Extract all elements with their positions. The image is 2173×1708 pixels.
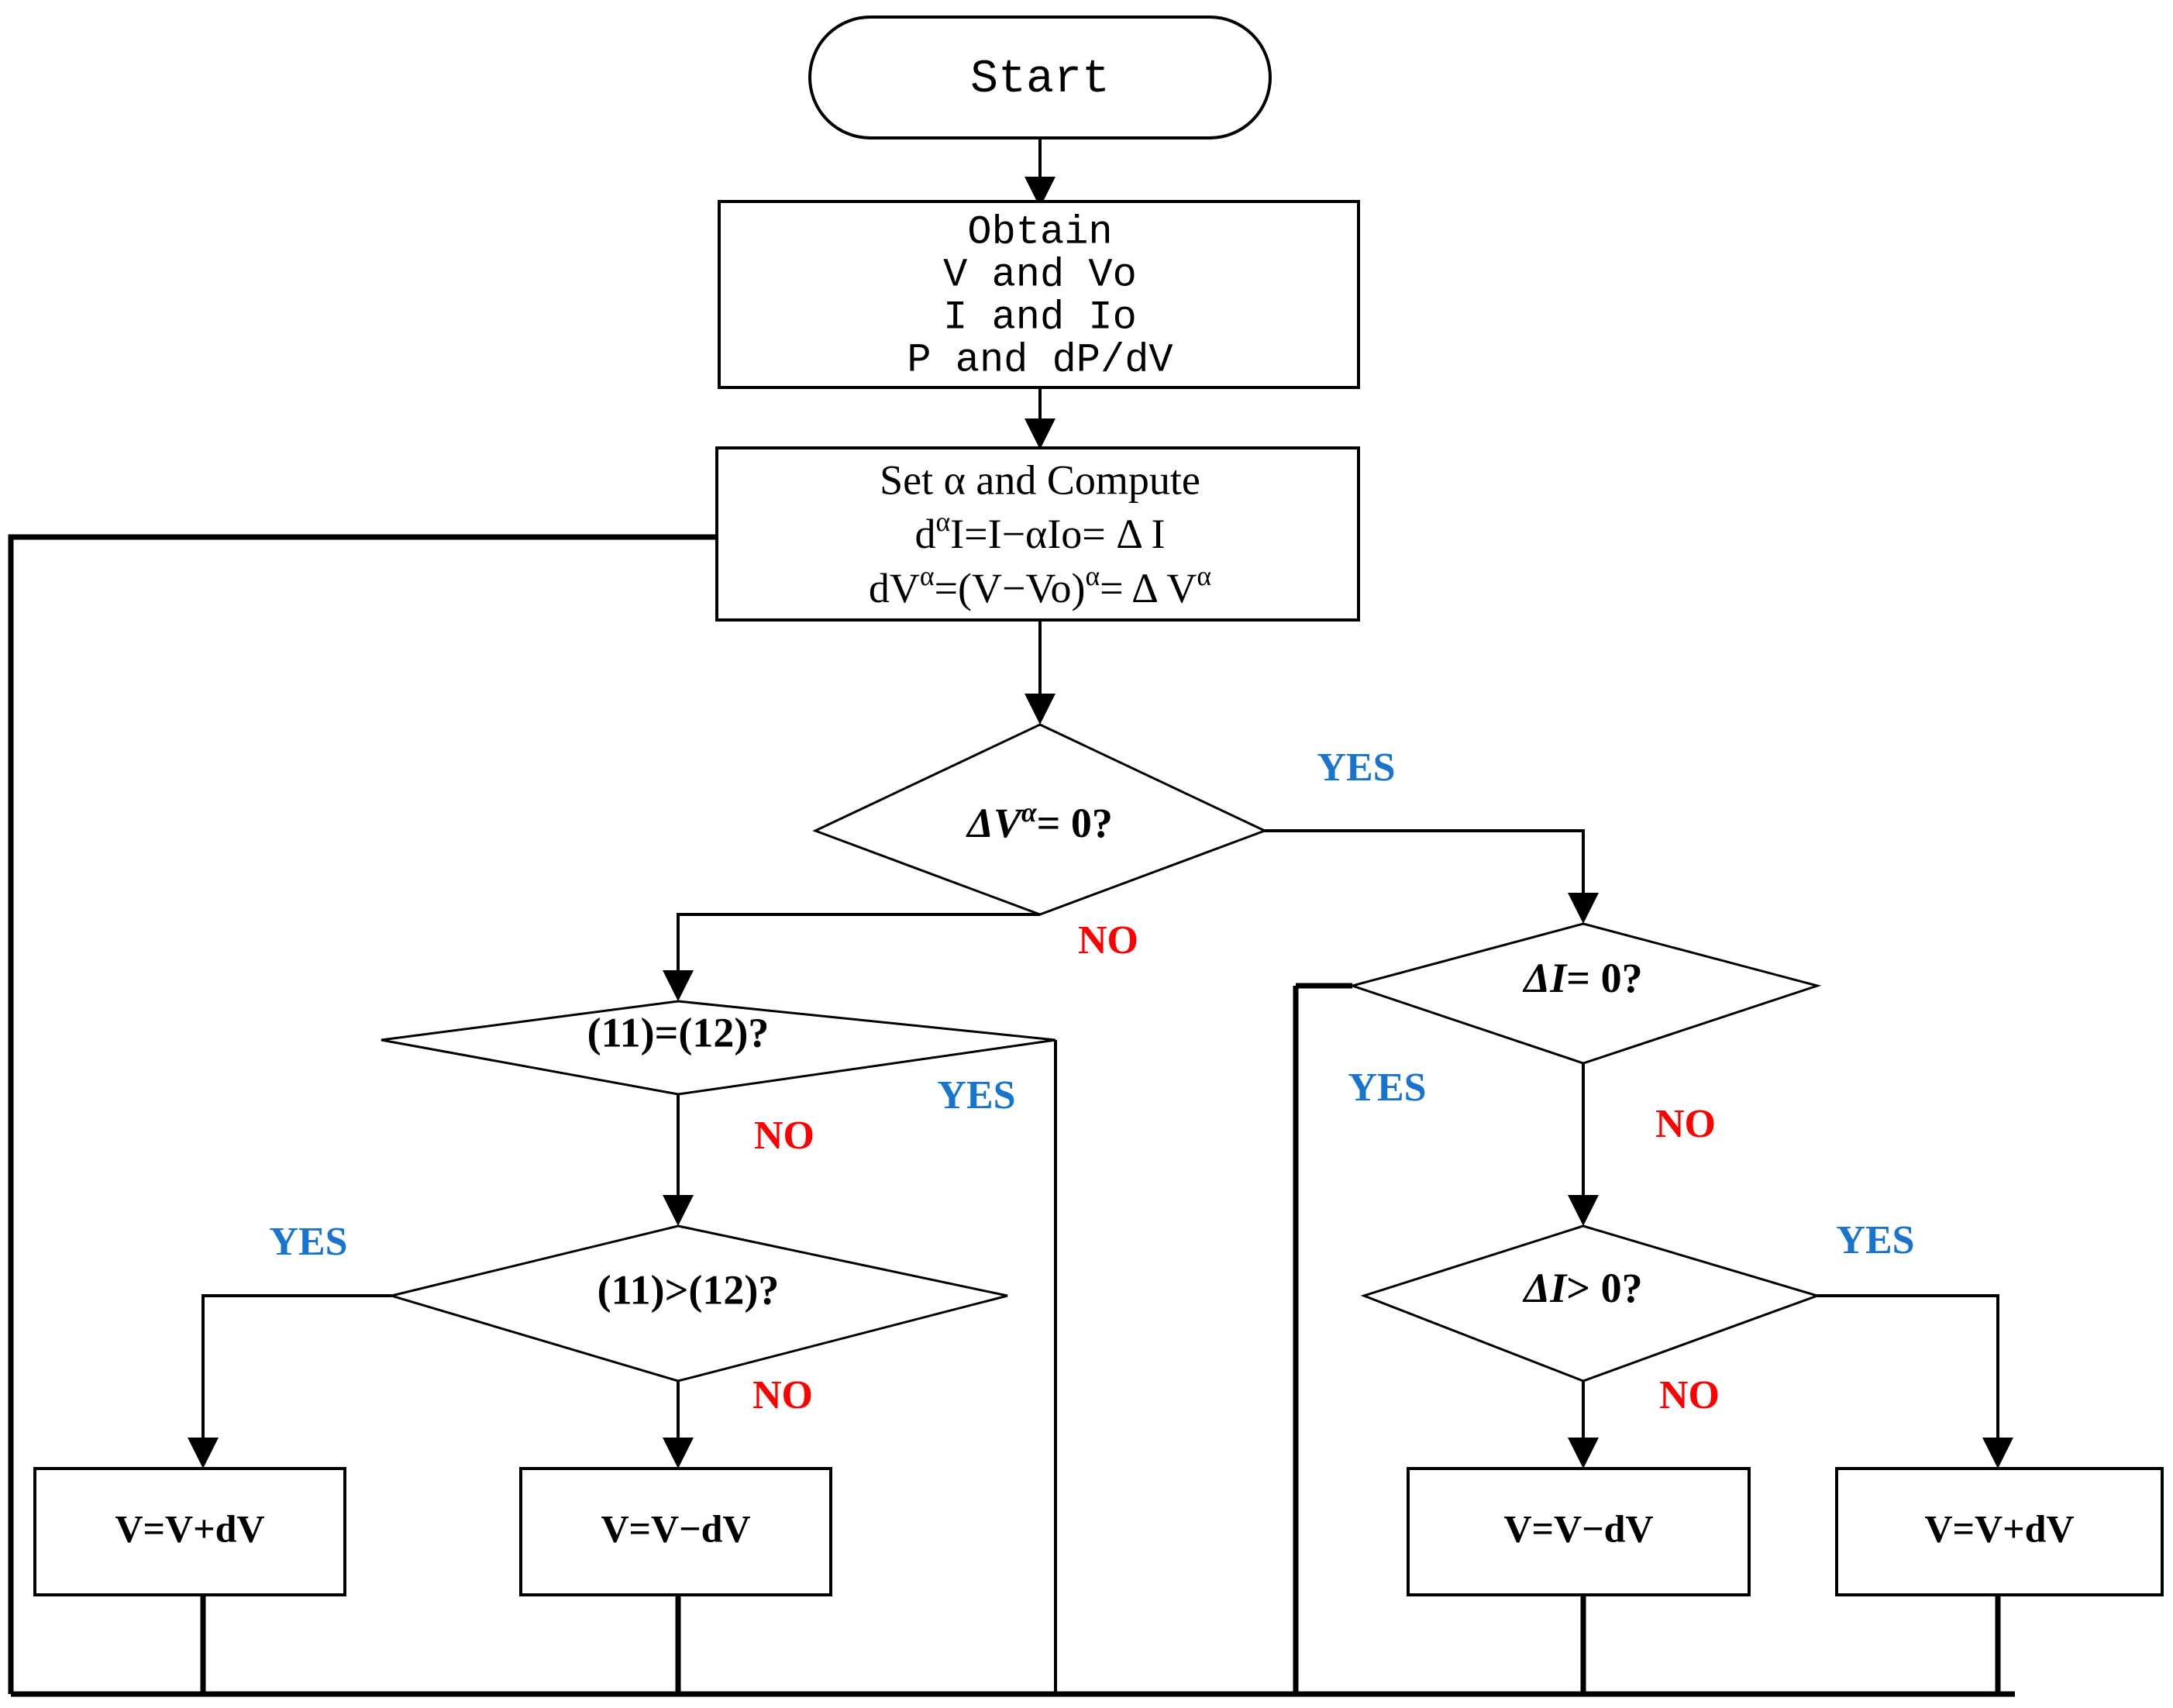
act-right-minus-shape [1407,1467,1751,1596]
start-terminator-shape [808,15,1272,139]
set-alpha-line-2-rest: I=I−αIo= Δ I [950,511,1165,557]
obtain-line-2: V and Vo [943,253,1137,298]
di-gt-zero-operator: > 0? [1566,1265,1642,1311]
dv-zero-operator: = 0? [1037,800,1113,846]
obtain-box-shape [718,200,1360,389]
di-zero-diamond-shape [1348,922,1822,1065]
set-alpha-box-shape [715,446,1360,622]
arrowhead-act-left-plus [188,1438,219,1469]
node-decision-dv-zero[interactable]: ΔVα= 0? [812,723,1268,916]
di-gt-zero-symbol: ΔI [1522,1265,1568,1311]
eq-11-12-diamond-shape [381,1000,1056,1096]
label-gt-11-12-yes: YES [269,1220,347,1264]
arrowhead-dvzero [1025,694,1056,725]
act-right-minus-label: V=V−dV [1503,1507,1653,1550]
arrowhead-obtain [1025,177,1056,208]
dv-zero-symbol: ΔV [966,800,1025,846]
gt-11-12-label: (11)>(12)? [597,1266,780,1313]
act-right-plus-shape [1835,1467,2164,1596]
set-alpha-line-3-exponent-3: α [1197,560,1211,591]
dv-zero-label: ΔVα= 0? [966,797,1113,846]
arrowhead-act-left-minus [663,1438,694,1469]
node-action-left-minus[interactable]: V=V−dV [519,1467,832,1596]
node-set-alpha[interactable]: Set α and Compute dαI=I−αIo= Δ I dVα=(V−… [715,446,1360,622]
set-alpha-line-3-exponent-1: α [920,560,935,591]
arrowhead-eq1112 [663,970,694,1001]
act-left-plus-shape [33,1467,346,1596]
start-label: Start [970,53,1110,106]
dv-zero-diamond-shape [812,723,1268,916]
obtain-line-1: Obtain [967,210,1112,256]
node-decision-di-gt-zero[interactable]: ΔI> 0? [1360,1224,1821,1383]
di-gt-zero-diamond-shape [1360,1224,1821,1383]
act-left-minus-shape [519,1467,832,1596]
set-alpha-line-3-rest: = Δ V [1100,565,1197,611]
edge-dvzero-no [677,913,1040,986]
label-dv-zero-yes: YES [1317,746,1395,790]
act-left-minus-label: V=V−dV [601,1507,750,1550]
act-left-plus-label: V=V+dV [115,1507,264,1550]
edge-dvzero-yes [1265,829,1585,908]
label-di-zero-yes: YES [1348,1066,1426,1110]
label-di-gt-zero-yes: YES [1836,1218,1914,1262]
di-zero-operator: = 0? [1566,955,1642,1001]
node-action-right-minus[interactable]: V=V−dV [1407,1467,1751,1596]
label-eq-11-12-yes: YES [937,1073,1015,1117]
di-zero-label: ΔI= 0? [1522,955,1642,1001]
set-alpha-line-2: dαI=I−αIo= Δ I [914,506,1165,557]
label-di-gt-zero-no: NO [1659,1373,1720,1417]
set-alpha-line-1: Set α and Compute [880,456,1200,503]
set-alpha-line-2-base: d [914,511,935,557]
arrowhead-dizero [1568,893,1599,924]
obtain-line-3: I and Io [943,295,1137,341]
edge-gt1112-yes [201,1294,391,1453]
node-decision-eq-11-12[interactable]: (11)=(12)? [381,1000,1056,1096]
di-gt-zero-label: ΔI> 0? [1522,1265,1642,1311]
set-alpha-line-3-base: dV [869,565,920,611]
arrowhead-act-right-minus [1568,1438,1599,1469]
arrowhead-gt1112 [663,1195,694,1226]
connectors [8,138,2015,1697]
obtain-line-4: P and dP/dV [907,338,1173,384]
edge-feedback-left-riser [8,534,717,1694]
node-decision-di-zero[interactable]: ΔI= 0? [1348,922,1822,1065]
set-alpha-line-3: dVα=(V−Vo)α= Δ Vα [869,560,1211,611]
set-alpha-line-2-exponent: α [935,506,950,537]
gt-11-12-diamond-shape [387,1224,1008,1383]
arrowhead-act-right-plus [1982,1438,2013,1469]
node-obtain[interactable]: Obtain V and Vo I and Io P and dP/dV [718,200,1360,389]
arrowhead-digtzero [1568,1195,1599,1226]
node-action-right-plus[interactable]: V=V+dV [1835,1467,2164,1596]
node-action-left-plus[interactable]: V=V+dV [33,1467,346,1596]
edge-digtzero-yes [1817,1294,1999,1453]
eq-11-12-label: (11)=(12)? [587,1009,770,1055]
label-dv-zero-no: NO [1078,918,1138,962]
node-start[interactable]: Start [808,15,1272,139]
branch-labels: YES NO YES NO YES NO YES NO YES NO [269,746,1914,1417]
arrowhead-setalpha [1025,418,1056,449]
dv-zero-exponent: α [1021,797,1038,828]
set-alpha-line-3-exponent-2: α [1086,560,1100,591]
label-di-zero-no: NO [1655,1102,1716,1146]
label-eq-11-12-no: NO [754,1114,814,1158]
di-zero-symbol: ΔI [1522,955,1568,1001]
label-gt-11-12-no: NO [752,1373,813,1417]
act-right-plus-label: V=V+dV [1924,1507,2074,1550]
node-decision-gt-11-12[interactable]: (11)>(12)? [387,1224,1008,1383]
set-alpha-line-3-mid: =(V−Vo) [935,565,1086,611]
